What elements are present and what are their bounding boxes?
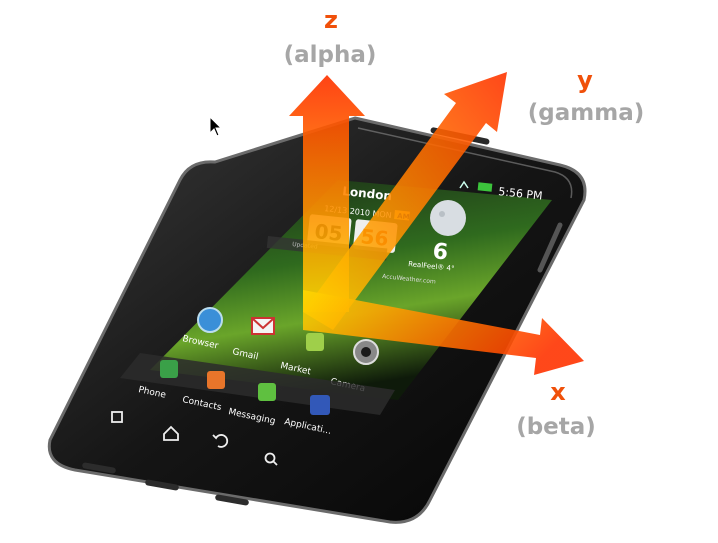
app-icons-row: Browser Gmail Market Camera: [181, 307, 379, 394]
search-key-icon[interactable]: [264, 452, 278, 466]
status-bar: 5:56 PM: [459, 180, 543, 203]
signal-icon: [459, 180, 469, 189]
search-key-lens: [264, 452, 276, 464]
widget-temperature: 6: [431, 239, 449, 265]
volume-button: [537, 222, 563, 273]
y-axis-name: (gamma): [527, 100, 645, 126]
y-axis-letter: y: [577, 66, 593, 94]
menu-key-icon[interactable]: [111, 411, 123, 423]
z-axis-name: (alpha): [283, 42, 377, 68]
speaker-grill: [215, 494, 249, 506]
phone-icon: [160, 360, 178, 378]
moon-crater: [439, 211, 445, 217]
x-axis-letter: x: [550, 378, 566, 406]
speaker-grill: [145, 479, 179, 491]
x-axis-arrow: [303, 290, 584, 375]
nav-keys: [111, 411, 278, 466]
mouse-cursor-icon: [209, 115, 223, 137]
status-time: 5:56 PM: [498, 185, 543, 203]
bag-icon: [306, 333, 324, 351]
grid-icon: [310, 395, 330, 415]
speaker-grill: [82, 462, 116, 474]
x-axis-name: (beta): [516, 414, 596, 440]
battery-icon: [477, 182, 493, 192]
mail-icon-m: [252, 318, 274, 330]
z-axis-arrow: [289, 75, 365, 312]
axes: [289, 72, 584, 375]
moon-icon: [430, 200, 466, 236]
back-key-icon[interactable]: [212, 434, 229, 448]
camera-lens: [361, 347, 371, 357]
z-axis-letter: z: [324, 6, 338, 34]
widget-city: London: [342, 184, 393, 203]
phone-bezel-highlight: [357, 127, 573, 199]
y-axis-arrow: [303, 72, 507, 330]
person-icon: [207, 371, 225, 389]
home-key-icon[interactable]: [163, 425, 179, 441]
globe-icon: [197, 307, 223, 333]
chat-icon: [258, 383, 276, 401]
search-key-handle: [272, 460, 278, 466]
